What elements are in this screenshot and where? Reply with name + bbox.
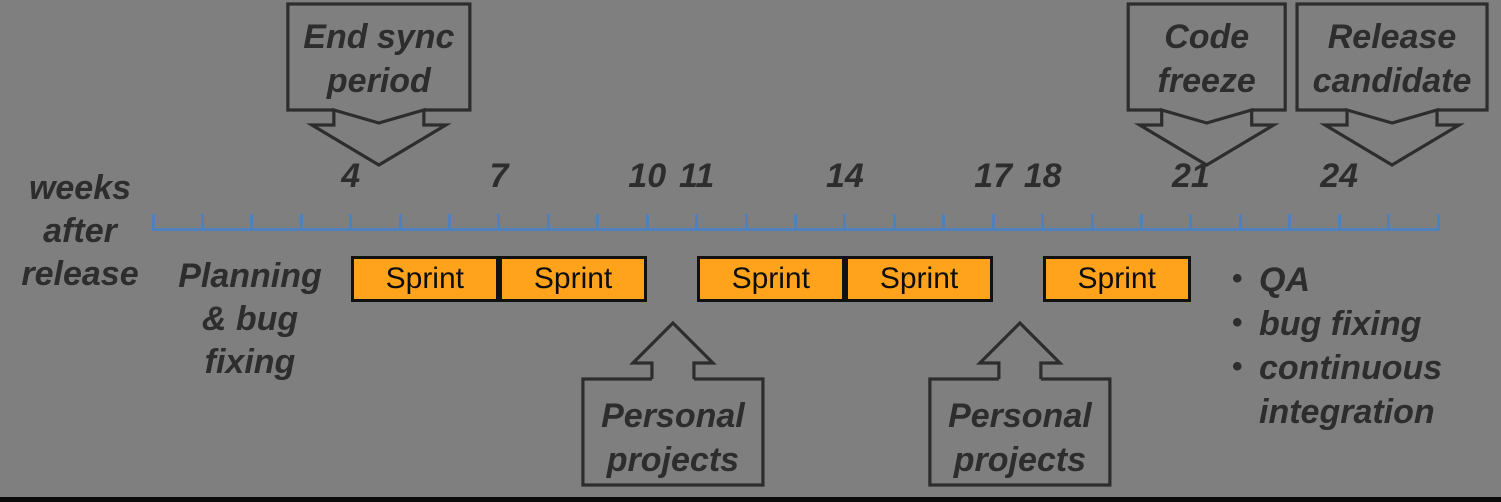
timeline-tick (794, 214, 797, 231)
week-label: 18 (1023, 157, 1062, 195)
timeline-tick (546, 214, 550, 231)
note-item: continuous integration (1232, 345, 1478, 434)
axis-label: weeks after release (21, 169, 139, 293)
timeline-tick (695, 214, 699, 231)
week-label: 11 (678, 157, 715, 195)
milestone-label-personal-projects-2: Personal projects (948, 397, 1092, 479)
sprint-label: Sprint (1077, 262, 1156, 295)
phase-label: Planning & bug fixing (178, 257, 322, 381)
week-label: 10 (628, 157, 667, 195)
week-label: 21 (1171, 157, 1210, 195)
timeline-tick (1288, 214, 1292, 231)
down-arrow-end-sync-period (306, 107, 452, 167)
timeline-tick (299, 214, 303, 231)
slide-edge-bar (0, 497, 1501, 502)
timeline-tick (1090, 214, 1094, 231)
sprint-label: Sprint (879, 262, 959, 295)
timeline-tick (1139, 214, 1143, 231)
milestone-label-personal-projects-1: Personal projects (601, 397, 745, 479)
sprint-box: Sprint (1042, 256, 1191, 302)
timeline-tick (151, 214, 155, 231)
sprint-box: Sprint (498, 256, 648, 302)
sprint-label: Sprint (731, 262, 810, 295)
timeline-tick (349, 214, 353, 231)
milestone-label-release-candidate: Release candidate (1312, 18, 1472, 100)
notes-list: QA bug fixing continuous integration (1232, 257, 1478, 434)
sprint-box: Sprint (350, 256, 499, 302)
timeline-tick (250, 214, 254, 231)
up-arrow-personal-projects-2 (976, 320, 1064, 379)
sprint-label: Sprint (533, 262, 613, 295)
milestone-label-code-freeze: Code freeze (1157, 18, 1256, 100)
timeline-tick (497, 214, 501, 231)
week-label: 17 (974, 157, 1013, 195)
sprint-box: Sprint (696, 256, 845, 302)
timeline-tick (596, 214, 600, 231)
week-label: 7 (489, 157, 509, 195)
timeline-tick (448, 214, 452, 231)
timeline-tick (1041, 214, 1045, 231)
week-label: 4 (341, 157, 361, 195)
week-label: 24 (1320, 157, 1359, 195)
note-item: QA (1232, 257, 1478, 302)
timeline-tick (942, 214, 946, 231)
sprint-box: Sprint (844, 256, 994, 302)
note-item: bug fixing (1232, 301, 1478, 346)
timeline-tick (398, 214, 402, 231)
timeline-tick (645, 214, 649, 231)
timeline-tick (744, 214, 748, 231)
timeline-tick (1337, 214, 1341, 231)
timeline-tick (1436, 214, 1440, 231)
timeline-tick (843, 214, 847, 231)
timeline-tick (1238, 214, 1242, 231)
sprint-label: Sprint (385, 262, 464, 295)
timeline-tick (1189, 214, 1193, 231)
timeline-tick (892, 214, 896, 231)
up-arrow-personal-projects-1 (629, 320, 717, 379)
timeline-tick (1387, 214, 1391, 231)
milestone-label-end-sync-period: End sync period (303, 18, 455, 100)
timeline-tick (200, 214, 204, 231)
week-label: 14 (826, 157, 864, 195)
timeline-tick (991, 214, 995, 231)
